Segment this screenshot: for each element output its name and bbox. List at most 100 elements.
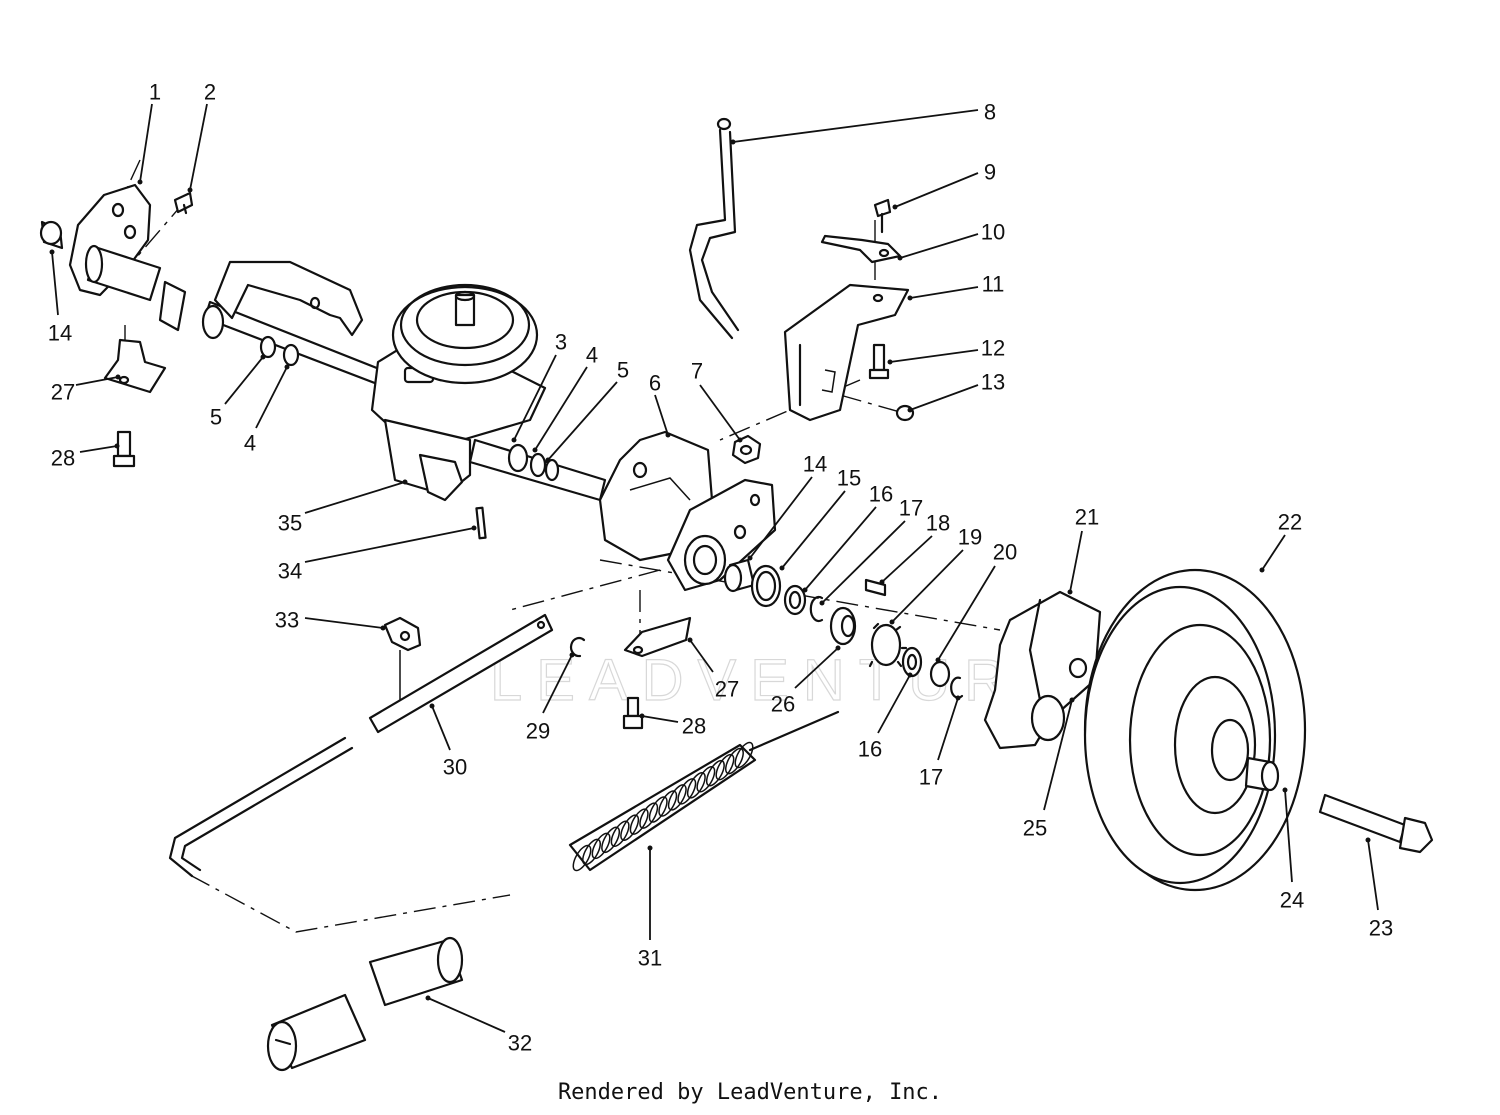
pulley — [391, 283, 539, 385]
link-rod-part-30 — [368, 613, 554, 734]
leader-line-c28b — [641, 715, 679, 723]
leader-line-c27a — [75, 376, 119, 386]
screw-part-28-lower — [622, 696, 644, 730]
spring-coil — [696, 765, 716, 793]
leader-dot-c27b — [687, 637, 693, 643]
leader-dot-c11 — [907, 295, 913, 301]
leader-line-c1 — [139, 103, 153, 183]
callout-c4b: 4 — [586, 343, 598, 368]
callout-c35: 35 — [278, 511, 302, 536]
leader-line-c8 — [732, 109, 979, 143]
clip-part-27-lower — [623, 616, 692, 658]
leader-line-c5a — [224, 356, 264, 405]
callout-c3: 3 — [555, 330, 567, 355]
leader-line-c15 — [781, 490, 846, 569]
clip-part-27 — [103, 338, 167, 394]
pin-part-34 — [475, 506, 487, 540]
leader-line-c14a — [51, 251, 59, 316]
leader-dot-c32 — [425, 995, 431, 1001]
callout-c9: 9 — [984, 160, 996, 185]
wheel-part-22 — [1083, 568, 1307, 892]
leader-line-c30 — [431, 705, 451, 751]
callout-c23: 23 — [1369, 916, 1393, 941]
spacer-part-25 — [1030, 694, 1066, 742]
leader-line-c29 — [542, 654, 573, 714]
leader-dot-c30 — [429, 703, 435, 709]
leader-dot-c17a — [819, 600, 825, 606]
leader-dot-c1 — [137, 179, 143, 185]
leader-dot-c7 — [737, 437, 743, 443]
leader-dot-c28a — [114, 443, 120, 449]
leader-line-c6 — [654, 394, 669, 436]
wheel-cover-part-21 — [983, 590, 1102, 750]
leader-line-c19 — [891, 549, 964, 623]
spring-coil — [715, 753, 735, 781]
bent-rod — [168, 736, 354, 878]
callout-c16a: 16 — [869, 482, 893, 507]
leader-dot-c14a — [49, 249, 55, 255]
leader-line-c2 — [189, 103, 208, 191]
callout-c21: 21 — [1075, 505, 1099, 530]
callout-c28b: 28 — [682, 714, 706, 739]
leader-dot-c19 — [889, 619, 895, 625]
screw-part-28 — [112, 430, 136, 468]
callout-c5b: 5 — [617, 358, 629, 383]
leader-dot-c29 — [569, 652, 575, 658]
callout-c29: 29 — [526, 719, 550, 744]
callout-c27b: 27 — [715, 677, 739, 702]
leader-dot-c24 — [1282, 787, 1288, 793]
callout-c17b: 17 — [919, 765, 943, 790]
callout-c33: 33 — [275, 608, 299, 633]
leader-line-c32 — [427, 997, 506, 1033]
callout-c14a: 14 — [48, 321, 72, 346]
callout-c13: 13 — [981, 370, 1005, 395]
leader-dot-c15 — [779, 565, 785, 571]
leader-line-c26 — [794, 647, 839, 689]
leader-dot-c18 — [879, 579, 885, 585]
callout-c15: 15 — [837, 466, 861, 491]
leader-dot-c4b — [532, 447, 538, 453]
grip-sleeves-part-32 — [266, 936, 464, 1072]
leader-dot-c22 — [1259, 567, 1265, 573]
leader-dot-c10 — [897, 255, 903, 261]
bolt-part-2 — [173, 191, 194, 215]
spring-coil — [705, 759, 725, 787]
leader-line-c3 — [513, 354, 557, 441]
leader-line-c14b — [749, 476, 813, 559]
leader-dot-c21 — [1067, 589, 1073, 595]
spring-coil — [725, 747, 744, 775]
leader-dot-c27a — [115, 374, 121, 380]
callout-c34: 34 — [278, 559, 302, 584]
callout-c30: 30 — [443, 755, 467, 780]
leader-dot-c2 — [187, 187, 193, 193]
callout-c19: 19 — [958, 525, 982, 550]
callout-c1: 1 — [149, 80, 161, 105]
leader-line-c10 — [899, 233, 979, 259]
callout-c7: 7 — [691, 359, 703, 384]
leader-line-c24 — [1284, 789, 1293, 883]
spring-part-31 — [568, 710, 840, 872]
mounting-plate-part-1 — [68, 183, 162, 302]
leader-line-c33 — [304, 617, 384, 629]
leader-dot-c17b — [955, 695, 961, 701]
leader-line-c7 — [699, 384, 741, 441]
leader-dot-c9 — [892, 204, 898, 210]
leader-line-c11 — [909, 286, 979, 299]
leader-line-c28a — [79, 445, 118, 453]
leader-dot-c25 — [1069, 697, 1075, 703]
leader-dot-c4a — [284, 364, 290, 370]
shaft-bracket — [213, 260, 364, 337]
screw-part-9 — [873, 198, 892, 234]
callout-c22: 22 — [1278, 510, 1302, 535]
leader-dot-c23 — [1365, 837, 1371, 843]
nut-part-7 — [731, 434, 762, 465]
bearing-plate — [666, 478, 777, 592]
leader-dot-c33 — [380, 625, 386, 631]
hub-bushing-part-24 — [1244, 756, 1280, 792]
leader-dot-c35 — [402, 479, 408, 485]
leader-dot-c6 — [665, 432, 671, 438]
leader-line-c9 — [894, 172, 979, 208]
leader-line-c5b — [547, 381, 618, 461]
leader-dot-c34 — [471, 525, 477, 531]
